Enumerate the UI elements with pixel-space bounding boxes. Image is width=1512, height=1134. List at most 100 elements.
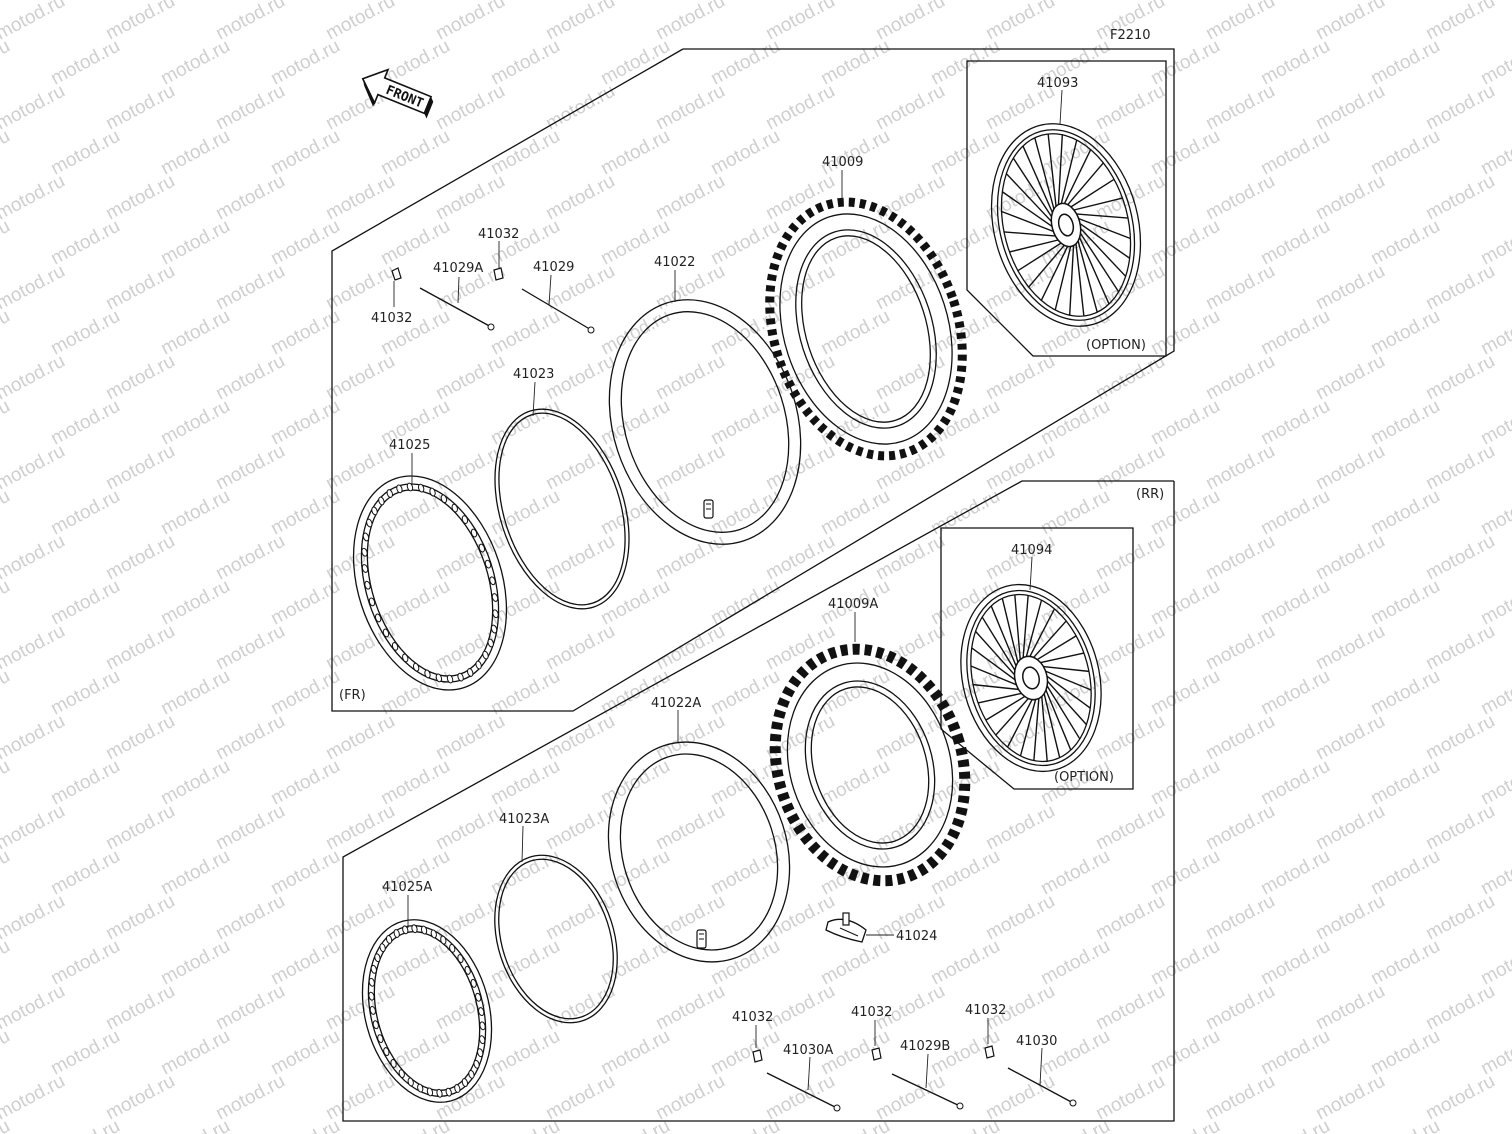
rim-hole <box>393 929 400 938</box>
rear-tire <box>769 643 971 887</box>
spoke-line <box>1019 697 1037 757</box>
watermark-text: motod.ru <box>0 306 14 360</box>
rim-hole <box>457 954 464 963</box>
rear-tube-valve-icon <box>696 929 707 949</box>
spoke-line <box>1071 197 1123 212</box>
watermark-text: motod.ru <box>927 1116 1003 1134</box>
spoke-line <box>1035 635 1077 662</box>
rim-hole <box>445 1087 452 1097</box>
watermark-text: motod.ru <box>0 666 14 720</box>
spoke-line <box>1075 216 1131 240</box>
front-spoke <box>521 288 595 334</box>
label-41029b: 41029B <box>900 1039 950 1054</box>
rr-label: (RR) <box>1136 487 1164 502</box>
rim-hole <box>490 624 498 634</box>
rim-hole <box>368 991 375 1001</box>
watermark-text: motod.ru <box>1477 486 1512 540</box>
rim-hole <box>361 564 369 573</box>
spoke-line <box>1003 231 1058 237</box>
rim-hole <box>470 978 477 988</box>
label-41032-r1: 41032 <box>732 1010 773 1025</box>
watermark-text: motod.ru <box>1477 306 1512 360</box>
spoke-line <box>1044 678 1087 726</box>
rim-hole <box>407 1077 414 1087</box>
spoke-line <box>1068 178 1115 209</box>
rim-hole <box>475 992 482 1002</box>
rim-hole <box>426 1087 434 1097</box>
spoke-line <box>1006 697 1034 748</box>
rim-hole <box>470 528 478 538</box>
watermark-text: motod.ru <box>0 396 14 450</box>
watermark-text: motod.ru <box>1477 126 1512 180</box>
rim-hole <box>457 672 464 682</box>
rim-hole <box>454 1084 461 1093</box>
rim-hole <box>461 515 469 524</box>
spoke-line <box>1028 243 1067 288</box>
watermark-text: motod.ru <box>707 1116 783 1134</box>
rim-hole <box>366 518 373 528</box>
front-nipple-icon <box>391 267 504 281</box>
option-label-rear: (OPTION) <box>1054 770 1114 785</box>
spoke-line <box>1040 244 1070 301</box>
rim-hole <box>436 1088 443 1098</box>
rim-hole <box>417 1083 424 1093</box>
watermark-text: motod.ru <box>0 0 69 44</box>
spoke-line <box>985 694 1027 721</box>
spoke-line <box>1060 139 1078 206</box>
rim-hole <box>484 559 492 569</box>
label-41030: 41030 <box>1016 1034 1057 1049</box>
rim-hole <box>467 668 474 677</box>
label-41023a: 41023A <box>499 812 549 827</box>
front-wheel-assy <box>990 123 1142 327</box>
spoke-line <box>1022 145 1055 216</box>
spoke-line <box>1077 221 1131 259</box>
rim-hole <box>492 609 499 619</box>
rim-hole <box>370 964 377 974</box>
spoke-line <box>1054 244 1072 311</box>
rear-panel-frame <box>342 480 1175 1122</box>
spoke-line <box>1078 230 1120 293</box>
rim-hole <box>398 1069 405 1079</box>
rim-hole <box>385 935 393 944</box>
rim-hole <box>372 1020 379 1030</box>
spoke-line <box>1062 149 1092 206</box>
spoke-line <box>1077 225 1127 277</box>
rear-spoke-3 <box>1007 1067 1077 1107</box>
spoke-line <box>975 630 1018 678</box>
watermark-text: motod.ru <box>0 1026 14 1080</box>
rim-hole <box>406 482 414 492</box>
watermark-text: motod.ru <box>0 936 14 990</box>
spoke-line <box>1009 238 1061 253</box>
label-41093: 41093 <box>1037 76 1078 91</box>
rim-hole <box>368 977 375 987</box>
rim-hole <box>390 1059 397 1068</box>
rim-hole <box>369 1005 376 1015</box>
option-label-front: (OPTION) <box>1086 338 1146 353</box>
label-41022a: 41022A <box>651 696 701 711</box>
rear-spoke-1 <box>766 1072 841 1112</box>
rim-hole <box>374 613 382 623</box>
spoke-line <box>977 692 1024 704</box>
watermark-text: motod.ru <box>1477 1026 1512 1080</box>
rim-hole <box>446 674 454 684</box>
label-41009a: 41009A <box>828 597 878 612</box>
watermark-text: motod.ru <box>0 486 14 540</box>
rim-hole <box>479 1021 486 1031</box>
label-41030a: 41030A <box>783 1043 833 1058</box>
spoke-line <box>1001 598 1020 666</box>
rim-hole <box>377 1034 384 1044</box>
rim-hole <box>451 503 458 513</box>
spoke-line <box>1074 240 1085 317</box>
rear-leader-lines <box>407 556 1043 1091</box>
watermark-text: motod.ru <box>377 1116 453 1134</box>
watermark-text: motod.ru <box>0 441 69 495</box>
watermark-text: motod.ru <box>1037 1116 1113 1134</box>
watermark-text: motod.ru <box>0 36 14 90</box>
spoke-line <box>1001 191 1055 229</box>
watermark-text: motod.ru <box>0 351 69 405</box>
spoke-line <box>1031 620 1067 660</box>
rim-hole <box>379 943 386 953</box>
spoke-line <box>1033 695 1040 761</box>
rim-hole <box>364 580 371 590</box>
rim-hole <box>374 953 381 963</box>
